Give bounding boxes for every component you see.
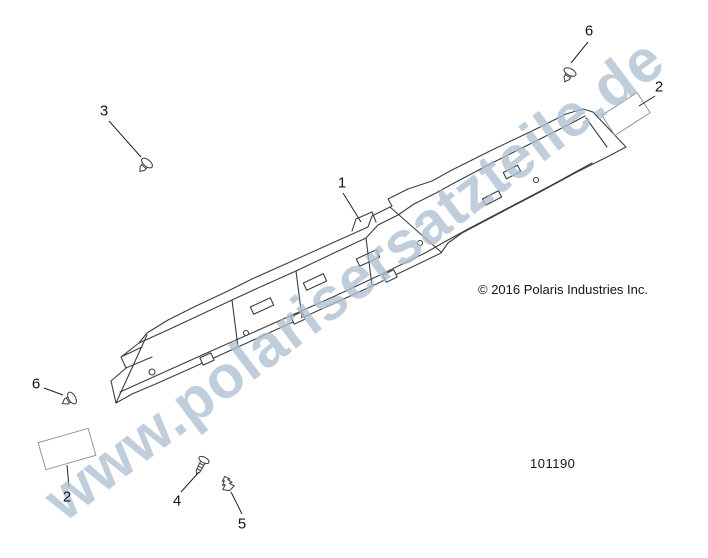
leader-4 (180, 471, 200, 493)
panel-bracket-tab (351, 211, 377, 232)
rivet-item-6-top (563, 67, 577, 83)
leader-6-top (570, 41, 589, 64)
panel-fold-lower (119, 162, 593, 393)
panel-hole (532, 176, 540, 184)
leader-2-top (638, 95, 656, 107)
figure-number: 101190 (530, 456, 576, 471)
panel-hole (148, 368, 156, 376)
panel-slot (481, 190, 503, 206)
leader-1 (342, 192, 362, 223)
panel-step-edge (389, 117, 608, 253)
callout-2-top: 2 (654, 78, 664, 96)
panel-tab (199, 352, 215, 366)
rivet-item-3 (139, 157, 153, 173)
panel-slot (302, 273, 328, 291)
rivet-item-6-left (61, 391, 77, 405)
panel-endcap-lines (115, 334, 153, 404)
leader-5 (230, 491, 243, 515)
clip-item-5 (221, 475, 235, 492)
leader-3 (108, 120, 142, 158)
screw-item-4 (195, 455, 210, 475)
callout-6-left: 6 (31, 375, 41, 393)
callout-3: 3 (99, 102, 109, 120)
callout-6-top: 6 (584, 22, 594, 40)
callout-5: 5 (237, 515, 247, 533)
panel-hole (416, 239, 424, 247)
callout-4: 4 (172, 492, 182, 510)
leader-lines (43, 41, 656, 515)
panel-hole (242, 329, 250, 337)
panel-slot (249, 297, 275, 315)
panel-rib-lines (231, 237, 373, 348)
decal-item-2-bottom (37, 427, 97, 471)
callout-2-bottom: 2 (62, 488, 72, 506)
callout-1: 1 (337, 174, 347, 192)
panel-tail-detail (502, 164, 522, 180)
leader-6-left (43, 387, 64, 396)
panel-part-1 (110, 108, 627, 404)
panel-tab (382, 269, 398, 283)
copyright-text: © 2016 Polaris Industries Inc. (478, 282, 648, 297)
panel-fold-upper (138, 115, 586, 344)
leader-2-bottom (66, 464, 70, 488)
